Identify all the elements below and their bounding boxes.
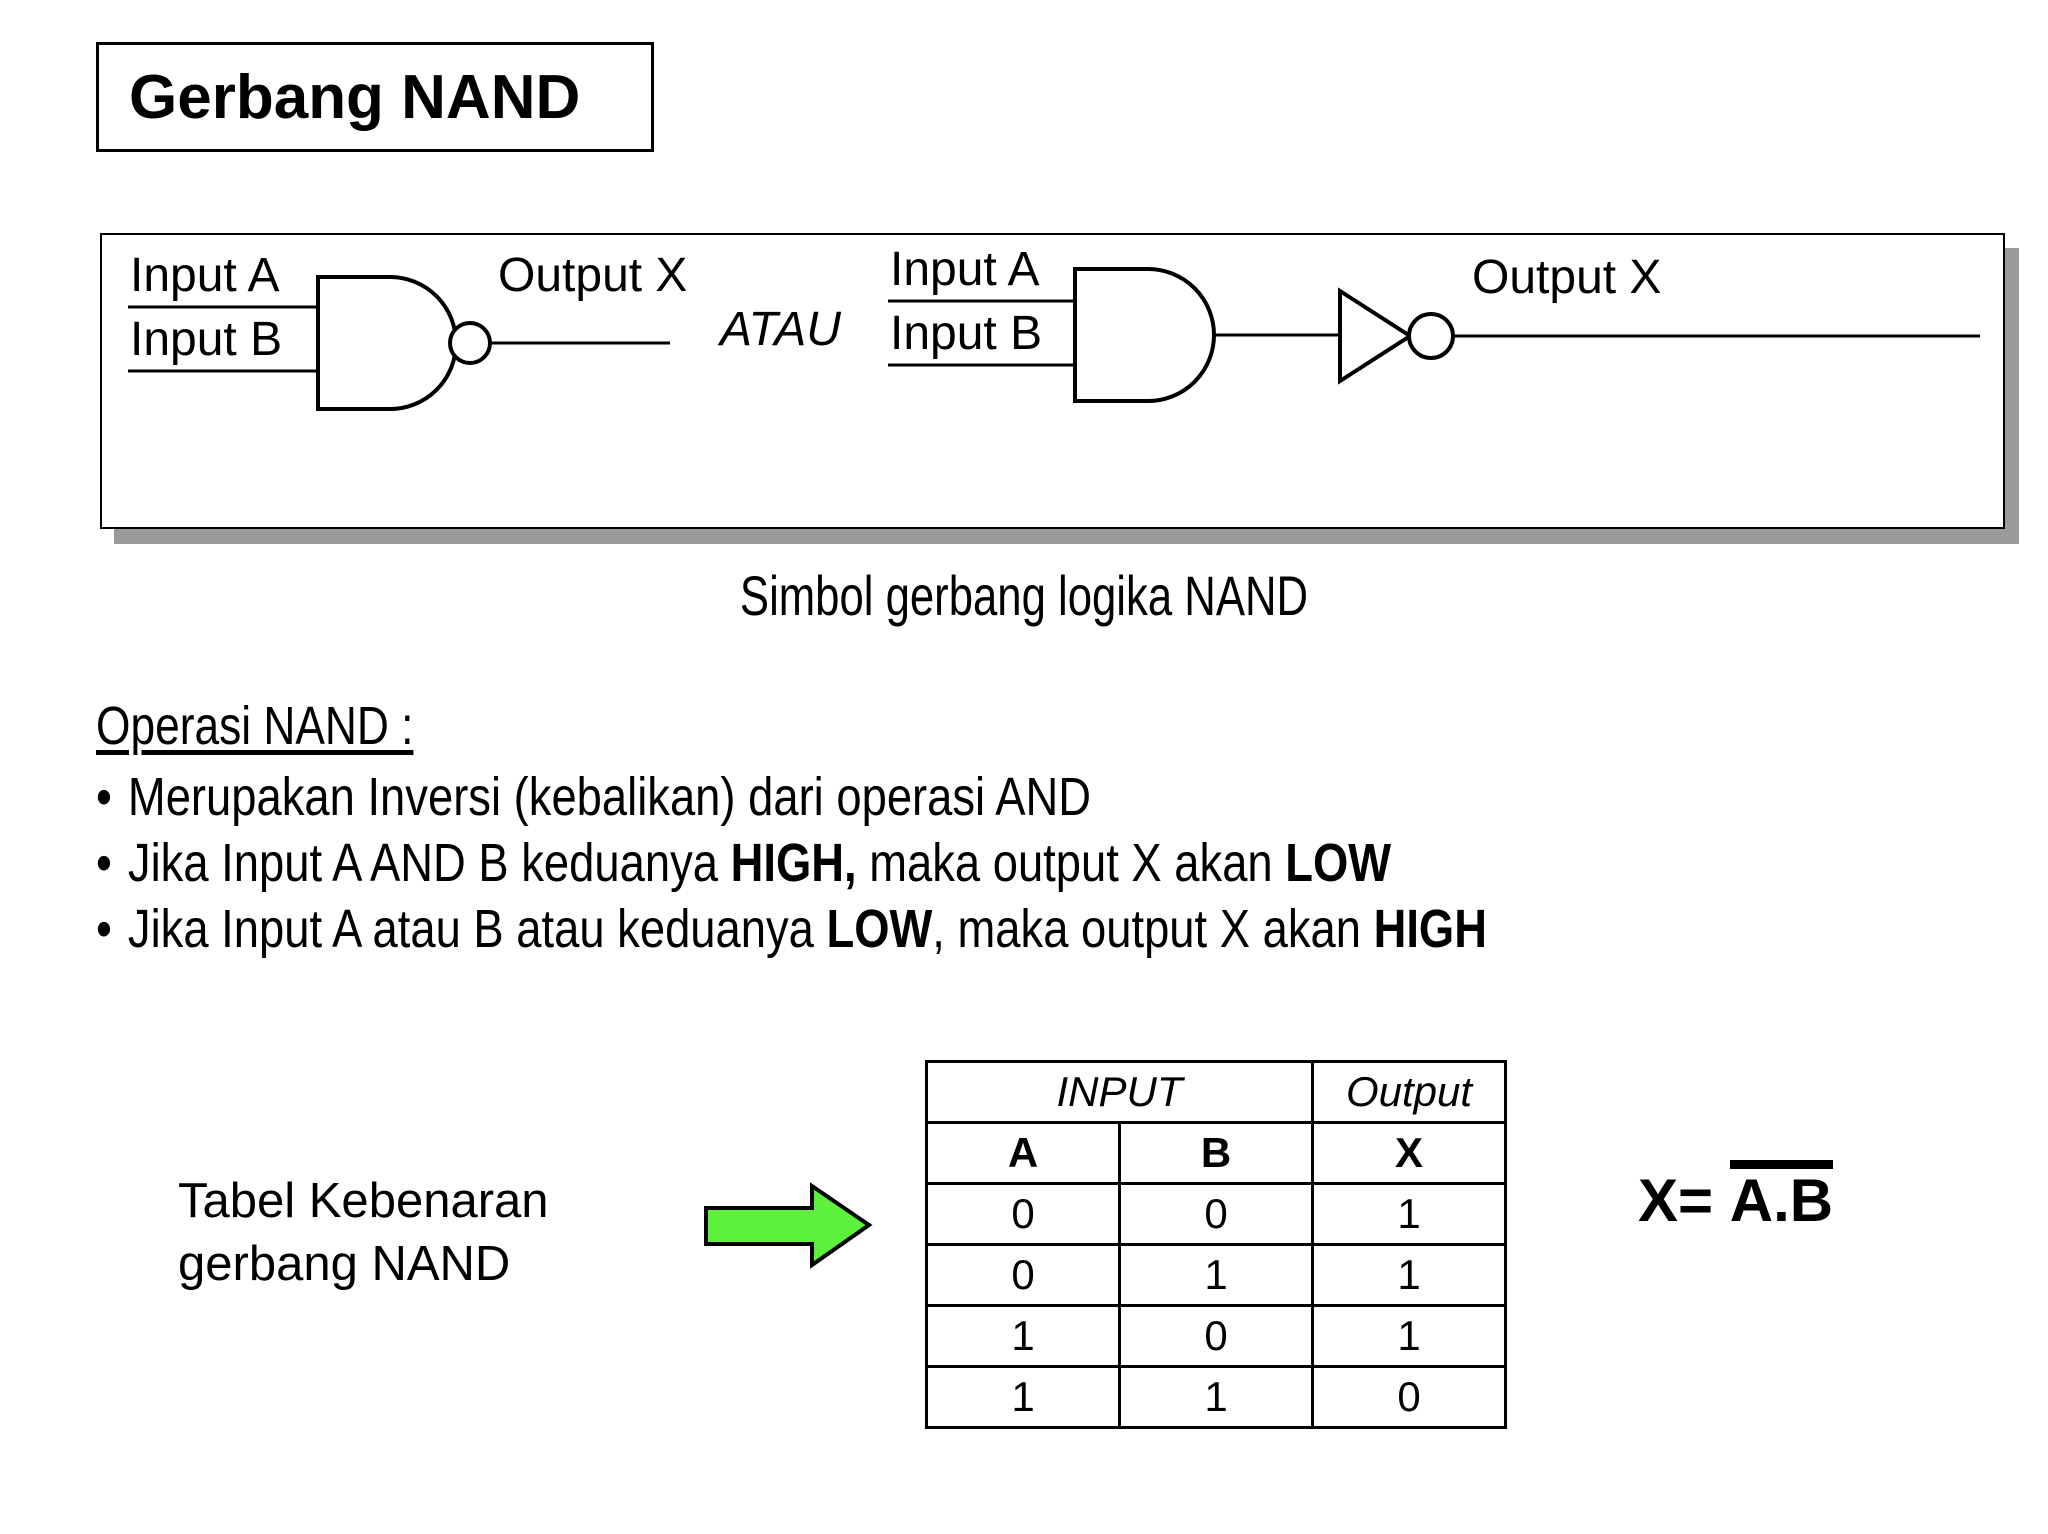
page-title-box: Gerbang NAND bbox=[96, 42, 654, 152]
truth-table-caption-line1: Tabel Kebenaran bbox=[178, 1174, 549, 1228]
bullet-marker-icon: • bbox=[96, 898, 112, 959]
truth-table-cell: 0 bbox=[925, 1182, 1121, 1246]
bullet-emphasis: LOW bbox=[826, 898, 933, 959]
right-input-a-label: Input A bbox=[890, 243, 1039, 296]
logic-gate-diagram: Input A Input B Output X ATAU Input A In… bbox=[128, 243, 1980, 411]
truth-table-caption-line2: gerbang NAND bbox=[178, 1236, 511, 1291]
truth-table-column-header-x: X bbox=[1311, 1121, 1507, 1185]
right-input-b-label: Input B bbox=[890, 307, 1042, 360]
right-output-label: Output X bbox=[1472, 251, 1661, 304]
truth-table-caption: Tabel Kebenaran gerbang NAND bbox=[178, 1170, 648, 1295]
bullet-emphasis: HIGH bbox=[1373, 898, 1487, 959]
left-input-a-label: Input A bbox=[130, 249, 279, 302]
truth-table-cell: 1 bbox=[1118, 1243, 1314, 1307]
left-output-label: Output X bbox=[498, 249, 687, 302]
truth-table-cell: 1 bbox=[925, 1365, 1121, 1429]
bullet-text: Merupakan Inversi (kebalikan) dari opera… bbox=[127, 767, 1092, 827]
formula-prefix: X= bbox=[1638, 1167, 1730, 1234]
inverter-triangle bbox=[1338, 287, 1414, 385]
green-right-arrow bbox=[704, 1182, 873, 1269]
boolean-formula: X= A.B bbox=[1638, 1160, 1834, 1235]
truth-table-cell: 0 bbox=[1118, 1304, 1314, 1368]
left-inversion-bubble bbox=[448, 321, 492, 365]
connector-label: ATAU bbox=[717, 303, 841, 356]
operation-heading: Operasi NAND : bbox=[96, 696, 414, 756]
left-and-gate-body bbox=[316, 275, 458, 411]
right-and-gate-body bbox=[1073, 267, 1216, 403]
truth-table-cell: 1 bbox=[1311, 1243, 1507, 1307]
truth-table-cell: 0 bbox=[1118, 1182, 1314, 1246]
operation-block: Operasi NAND : •Merupakan Inversi (kebal… bbox=[96, 695, 1996, 963]
truth-table-cell: 0 bbox=[925, 1243, 1121, 1307]
bullet-text: Jika Input A atau B atau keduanya bbox=[127, 898, 827, 959]
bullet-text: maka output X akan bbox=[856, 832, 1286, 893]
symbol-panel-caption: Simbol gerbang logika NAND bbox=[739, 564, 1309, 627]
truth-table-group-header-2: Output bbox=[1311, 1060, 1507, 1124]
truth-table-cell: 1 bbox=[1311, 1182, 1507, 1246]
operation-bullet-3: •Jika Input A atau B atau keduanya LOW, … bbox=[96, 897, 1692, 963]
truth-table-column-header-a: A bbox=[925, 1121, 1121, 1185]
inverter-bubble bbox=[1407, 312, 1455, 360]
truth-table-cell: 1 bbox=[1311, 1304, 1507, 1368]
operation-bullet-list: •Merupakan Inversi (kebalikan) dari oper… bbox=[96, 765, 1996, 963]
bullet-text: , maka output X akan bbox=[932, 898, 1374, 959]
truth-table-cell: 1 bbox=[925, 1304, 1121, 1368]
operation-bullet-1: •Merupakan Inversi (kebalikan) dari oper… bbox=[96, 765, 1692, 831]
bullet-marker-icon: • bbox=[96, 832, 112, 893]
page-title: Gerbang NAND bbox=[129, 62, 581, 132]
bullet-emphasis: LOW bbox=[1285, 832, 1392, 893]
truth-table-column-header-b: B bbox=[1118, 1121, 1314, 1185]
bullet-marker-icon: • bbox=[96, 767, 112, 827]
left-input-b-label: Input B bbox=[130, 313, 282, 366]
truth-table-cell: 0 bbox=[1311, 1365, 1507, 1429]
bullet-text: Jika Input A AND B keduanya bbox=[127, 832, 731, 893]
green-right-arrow-shape bbox=[704, 1182, 873, 1269]
truth-table-group-header-1: INPUT bbox=[925, 1060, 1314, 1124]
formula-overlined-term: A.B bbox=[1729, 1160, 1834, 1231]
bullet-emphasis: HIGH, bbox=[730, 832, 857, 893]
operation-bullet-2: •Jika Input A AND B keduanya HIGH, maka … bbox=[96, 831, 1692, 897]
truth-table-cell: 1 bbox=[1118, 1365, 1314, 1429]
